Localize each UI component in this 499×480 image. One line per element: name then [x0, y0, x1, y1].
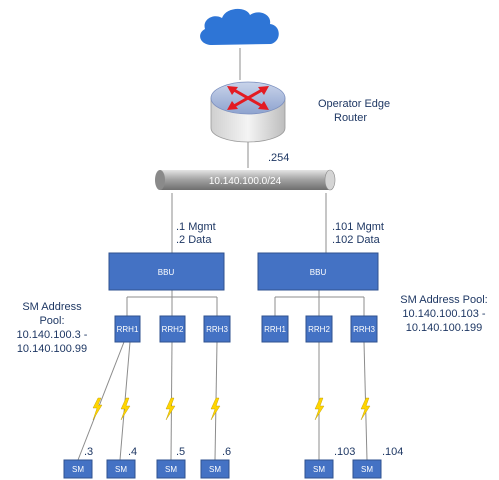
rrh-label: RRH3 — [353, 325, 375, 334]
router-port-label: .254 — [268, 152, 289, 164]
sm-box — [304, 459, 334, 479]
network-subnet-label: 10.140.100.0/24 — [209, 176, 282, 187]
bbu-left-data-label: .2 Data — [176, 234, 212, 246]
bbu-right-box — [257, 252, 379, 291]
bbu-right-label: BBU — [310, 268, 327, 277]
lightning-bolt-icon — [92, 397, 103, 421]
sm-box — [352, 459, 382, 479]
bbu-right: BBU — [257, 252, 379, 291]
bbu-left-label: BBU — [158, 268, 175, 277]
network-pipe-left-cap — [155, 170, 165, 190]
network-pipe-right-cap — [324, 169, 336, 191]
sm-label: SM — [313, 465, 325, 474]
bbu-left-box — [108, 252, 225, 291]
sm-box — [63, 459, 93, 479]
rrh-label: RRH2 — [308, 325, 330, 334]
rrh-box — [159, 315, 186, 343]
sm-label: SM — [209, 465, 221, 474]
rrh-label: RRH1 — [117, 325, 139, 334]
lightning-bolt-icon — [210, 397, 221, 421]
lightning-bolt-icon — [165, 397, 176, 421]
router-arrows-icon — [227, 86, 269, 110]
rrh-label: RRH1 — [264, 325, 286, 334]
sm-devices: SM .3 SM .4 SM .5 SM .6 SM .103 SM .104 — [63, 446, 403, 479]
sm-pool-left-range2: 10.140.100.99 — [17, 343, 87, 355]
rrh-box — [305, 315, 333, 343]
sm-box — [156, 459, 186, 479]
rrh-box — [114, 315, 141, 343]
bbu-right-data-label: .102 Data — [332, 234, 381, 246]
rrh-label: RRH2 — [162, 325, 184, 334]
sm-pool-right-title: SM Address Pool: — [400, 294, 487, 306]
sm-address: .104 — [382, 446, 403, 458]
sm-address: .5 — [176, 446, 185, 458]
sm-address: .3 — [84, 446, 93, 458]
network-pipe-body — [160, 170, 330, 190]
rrh-box — [261, 315, 289, 343]
sm-pool-left-title2: Pool: — [39, 315, 64, 327]
sm-label: SM — [115, 465, 127, 474]
rrh-label: RRH3 — [206, 325, 228, 334]
sm-address: .6 — [222, 446, 231, 458]
sm-pool-right: SM Address Pool: 10.140.100.103 - 10.140… — [400, 294, 487, 334]
sm-label: SM — [361, 465, 373, 474]
bbu-left: BBU — [108, 252, 225, 291]
sm-box — [106, 459, 136, 479]
router-label-line2: Router — [334, 112, 367, 124]
sm-pool-right-range2: 10.140.100.199 — [406, 322, 482, 334]
sm-pool-left: SM Address Pool: 10.140.100.3 - 10.140.1… — [17, 301, 88, 355]
cloud-icon — [200, 8, 279, 46]
sm-label: SM — [165, 465, 177, 474]
rrh-box — [203, 315, 231, 343]
wireless-links — [92, 397, 371, 421]
cloud-shape — [200, 8, 279, 46]
lightning-bolt-icon — [360, 397, 371, 421]
sm-pool-left-title1: SM Address — [22, 301, 82, 313]
sm-label: SM — [72, 465, 84, 474]
bbu-left-rrh-group: RRH1 RRH2 RRH3 — [114, 315, 231, 343]
lightning-bolt-icon — [120, 397, 131, 421]
sm-box — [200, 459, 230, 479]
radio-link-rrh1-sm1 — [77, 341, 125, 461]
sm-pool-left-range1: 10.140.100.3 - — [17, 329, 88, 341]
lightning-bolt-icon — [314, 397, 325, 421]
router-icon — [210, 81, 286, 143]
rrh-box — [350, 315, 378, 343]
network-pipe: 10.140.100.0/24 — [155, 169, 336, 191]
bbu-right-mgmt-label: .101 Mgmt — [332, 221, 384, 233]
bbu-left-mgmt-label: .1 Mgmt — [176, 221, 216, 233]
router-label-line1: Operator Edge — [318, 98, 390, 110]
sm-address: .103 — [334, 446, 355, 458]
bbu-right-rrh-group: RRH1 RRH2 RRH3 — [261, 315, 378, 343]
sm-pool-right-range1: 10.140.100.103 - — [402, 308, 486, 320]
sm-address: .4 — [128, 446, 137, 458]
